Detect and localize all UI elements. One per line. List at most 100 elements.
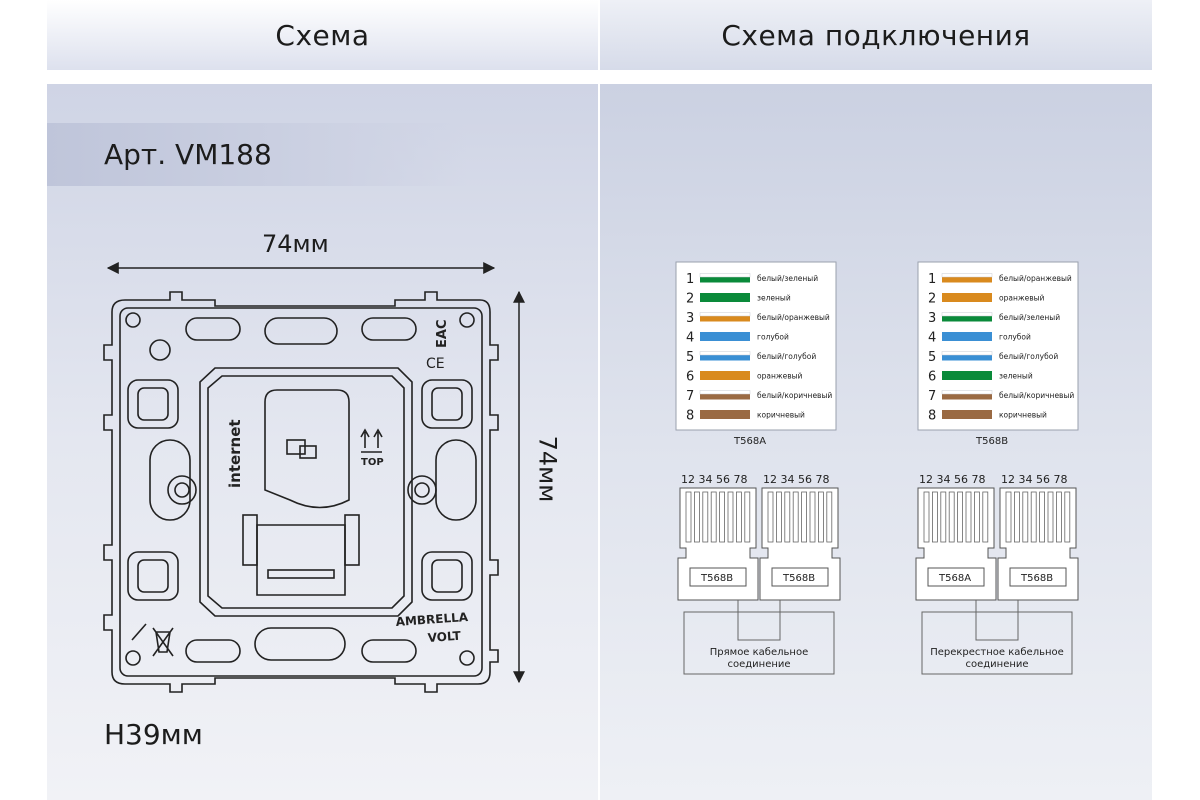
article-label: Арт. VM188: [104, 138, 272, 171]
wire-number: 3: [928, 311, 936, 326]
wire-number: 4: [686, 331, 694, 346]
frame-outline: [103, 291, 499, 693]
pin-numbers: 12 34 56 78: [763, 473, 829, 486]
wire-number: 8: [686, 409, 694, 424]
wire-stripe: [699, 312, 751, 317]
plug-contact: [776, 491, 782, 543]
wire-number: 6: [686, 370, 694, 385]
cable-box: [683, 611, 835, 675]
wire-stripe: [699, 351, 751, 356]
wire-label: зеленый: [999, 372, 1033, 381]
wire-label: белый/коричневый: [999, 391, 1074, 400]
header-connection-title: Схема подключения: [721, 18, 1031, 52]
plug-standard-label: T568B: [1020, 573, 1053, 584]
eac-mark: EAC: [435, 320, 450, 348]
screw-left: [167, 475, 197, 505]
plug-contact: [719, 491, 725, 543]
cable-box: [921, 611, 1073, 675]
plug-contact: [1064, 491, 1071, 543]
plug-contact: [965, 491, 972, 543]
wire-number: 2: [928, 292, 936, 307]
tool-icon: [131, 623, 147, 641]
wire-swatch: [700, 273, 750, 283]
plug-contact: [1039, 491, 1045, 543]
pin-numbers: 12 34 56 78: [1001, 473, 1067, 486]
connection-label-line2: соединение: [727, 659, 790, 670]
wire-label: оранжевый: [757, 372, 803, 381]
top-mark: TOP: [361, 457, 384, 468]
plug-standard-box: [771, 567, 829, 587]
wire-label: оранжевый: [999, 294, 1045, 303]
plug-standard-label: T568A: [938, 573, 971, 584]
wire-swatch: [942, 273, 992, 283]
plug-contact: [710, 491, 717, 543]
recycle-bin-icon: [152, 627, 174, 657]
wire-swatch: [942, 351, 992, 361]
wiring-table-t568b: [917, 261, 1079, 431]
plug-contact: [694, 491, 700, 543]
wire-label: белый/оранжевый: [757, 313, 830, 322]
ce-mark: CE: [426, 356, 445, 372]
pin-numbers: 12 34 56 78: [919, 473, 985, 486]
plug-contact: [1014, 491, 1020, 543]
connection-panel: [600, 84, 1152, 800]
wire-swatch: [942, 312, 992, 322]
plug-contact: [818, 491, 824, 543]
wiring-table-name: T568A: [733, 436, 766, 447]
wire-swatch: [700, 312, 750, 322]
plug-contact: [974, 491, 980, 543]
network-icon: [286, 439, 306, 455]
wire-swatch: [700, 351, 750, 361]
wiring-table-name: T568B: [975, 436, 1008, 447]
plug-contact: [809, 491, 816, 543]
plug-contact: [792, 491, 799, 543]
plug-contact: [982, 491, 989, 543]
connection-label-line1: Перекрестное кабельное: [930, 647, 1064, 658]
wire-number: 5: [686, 350, 694, 365]
plug-contact: [923, 491, 930, 543]
cable-link: [737, 600, 781, 641]
front-text-internet: internet: [226, 419, 244, 488]
wiring-table-t568a: [675, 261, 837, 431]
wire-label: коричневый: [999, 411, 1047, 420]
wire-swatch: [942, 332, 992, 341]
connection-label-line2: соединение: [965, 659, 1028, 670]
wire-label: зеленый: [757, 294, 791, 303]
brand-line1: AMBRELLA: [395, 610, 469, 629]
wire-stripe: [941, 312, 993, 317]
wire-stripe: [941, 351, 993, 356]
wire-number: 7: [686, 389, 694, 404]
inner-module: [199, 367, 413, 617]
schema-panel: [47, 84, 598, 800]
wire-stripe: [699, 273, 751, 278]
plug-contact: [727, 491, 734, 543]
rj45-jack: [264, 389, 350, 509]
plug-contact: [685, 491, 692, 543]
wire-number: 1: [686, 272, 694, 287]
plug-standard-box: [1009, 567, 1067, 587]
wire-label: голубой: [757, 333, 789, 342]
wire-number: 5: [928, 350, 936, 365]
top-arrow-icon: [360, 428, 383, 448]
plug-contact: [1030, 491, 1037, 543]
plug-contact: [1022, 491, 1029, 543]
plug-contact: [940, 491, 947, 543]
header-connection-schema: Схема подключения: [600, 0, 1152, 70]
wire-swatch: [942, 410, 992, 419]
header-schema-title: Схема: [275, 18, 370, 52]
wire-swatch: [700, 371, 750, 380]
wire-number: 1: [928, 272, 936, 287]
wire-swatch: [942, 293, 992, 302]
depth-label: H39мм: [104, 718, 203, 751]
wire-number: 6: [928, 370, 936, 385]
plug-contact: [1056, 491, 1062, 543]
pin-numbers: 12 34 56 78: [681, 473, 747, 486]
wire-number: 7: [928, 389, 936, 404]
wire-stripe: [941, 273, 993, 278]
wire-label: белый/зеленый: [757, 274, 818, 283]
connection-label-line1: Прямое кабельное: [710, 647, 808, 658]
plug-contact: [957, 491, 963, 543]
plug-standard-label: T568B: [700, 573, 733, 584]
